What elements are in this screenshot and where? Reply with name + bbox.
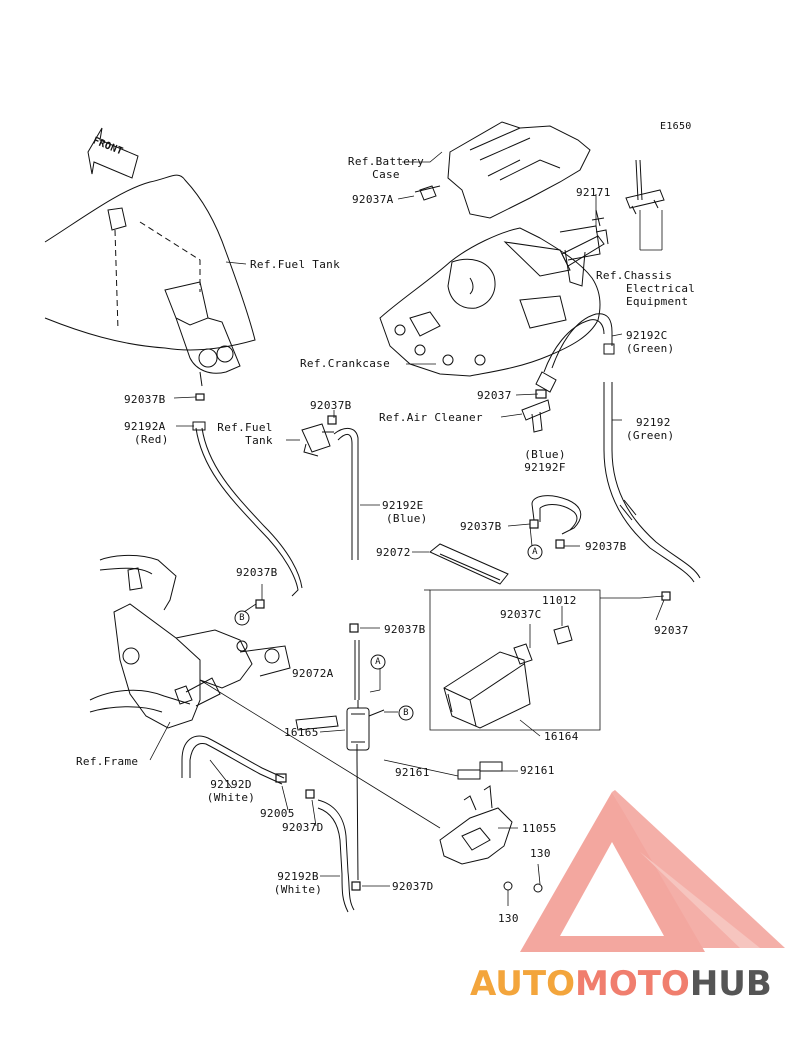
part-92192E-number: 92192E: [382, 499, 424, 512]
part-16165: 16165: [284, 726, 319, 739]
part-92037D-1: 92037D: [282, 821, 324, 834]
ref-chassis-line3: Equipment: [626, 295, 689, 308]
ref-chassis-electrical: Ref.Chassis Electrical Equipment: [596, 269, 716, 308]
part-92037-right: 92037: [654, 624, 689, 637]
part-92192: 92192 (Green): [626, 416, 674, 442]
part-92192E-color: (Blue): [386, 512, 428, 525]
ref-chassis-line1: Ref.Chassis: [596, 269, 673, 282]
hose-92192E-blue: [333, 428, 359, 560]
ref-chassis-line2: Electrical: [626, 282, 696, 295]
t-joint: [521, 399, 551, 433]
part-92037B-1: 92037B: [124, 393, 166, 406]
part-11012: 11012: [542, 594, 577, 607]
part-92072: 92072: [376, 546, 411, 559]
crankcase-drawing: [379, 209, 605, 377]
watermark-part2: MOTO: [574, 964, 690, 1004]
part-130-top: 130: [530, 847, 551, 860]
strap-92072A: [295, 715, 339, 731]
canister-16164: [443, 625, 573, 729]
marker-a-2: A: [375, 657, 381, 667]
part-92037-canister-clamp: 92037B: [384, 623, 426, 636]
diagram-code: E1650: [660, 121, 692, 132]
front-arrow: [87, 127, 139, 179]
hose-92192D-white: [181, 735, 285, 785]
watermark-part1: AUTO: [470, 964, 575, 1004]
part-92192-color: (Green): [626, 429, 675, 442]
part-92192B-color: (White): [273, 883, 323, 896]
part-92192A-color: (Red): [134, 433, 169, 446]
ref-crankcase: Ref.Crankcase: [300, 357, 390, 370]
part-92192F-number: 92192F: [524, 461, 566, 474]
part-92171: 92171: [576, 186, 611, 199]
ref-air-cleaner: Ref.Air Cleaner: [379, 411, 483, 424]
watermark-part3: HUB: [689, 964, 772, 1004]
watermark-logo-triangle: [520, 790, 785, 952]
part-92192A: 92192A (Red): [124, 420, 169, 446]
ref-fuel-tank-line2: Tank: [245, 434, 273, 447]
part-92037A: 92037A: [352, 193, 394, 206]
filter-16165: [346, 700, 385, 751]
part-92161-left: 92161: [395, 766, 430, 779]
ref-fuel-tank-top: Ref.Fuel Tank: [250, 258, 340, 271]
watermark-text: AUTOMOTOHUB: [470, 964, 772, 1004]
part-92192F-color: (Blue): [524, 448, 566, 461]
part-92192C: 92192C (Green): [626, 329, 674, 355]
part-92192D: 92192D (White): [196, 778, 266, 804]
fuel-tank-drawing: [44, 174, 256, 387]
part-92192D-color: (White): [206, 791, 256, 804]
part-92192E: 92192E (Blue): [382, 499, 428, 525]
leader-lines: [149, 151, 665, 906]
ref-battery-case-line1: Ref.Battery: [347, 155, 425, 168]
hose-92192-green: [603, 382, 701, 583]
marker-a-1: A: [532, 547, 538, 557]
part-92037B-3: 92037B: [460, 520, 502, 533]
hose-92192B-white: [317, 799, 355, 913]
part-16164: 16164: [544, 730, 579, 743]
part-92037D-2: 92037D: [392, 880, 434, 893]
part-92192B: 92192B (White): [266, 870, 330, 896]
hose-92192F-blue: [531, 495, 582, 535]
hose-92192C-green: [535, 313, 615, 393]
frame-drawing: [89, 554, 291, 729]
ref-frame: Ref.Frame: [76, 755, 139, 768]
strap-92072: [429, 543, 509, 585]
part-92192C-color: (Green): [626, 342, 675, 355]
ref-fuel-tank: Ref.Fuel Tank: [210, 421, 280, 447]
part-92192D-number: 92192D: [210, 778, 252, 791]
hose-canister-vertical: [354, 640, 360, 881]
part-92072A: 92072A: [292, 667, 334, 680]
part-92037B-2: 92037B: [310, 399, 352, 412]
ref-battery-case: Ref.Battery Case: [336, 155, 436, 181]
chassis-clamp-drawing: [561, 159, 665, 267]
battery-case-drawing: [414, 121, 591, 219]
part-92192A-number: 92192A: [124, 420, 166, 433]
part-92005: 92005: [260, 807, 295, 820]
part-92037C: 92037C: [500, 608, 542, 621]
part-92161-right: 92161: [520, 764, 555, 777]
part-11055: 11055: [522, 822, 557, 835]
ref-battery-case-line2: Case: [372, 168, 400, 181]
part-92192F: (Blue) 92192F: [510, 448, 580, 474]
part-130-bottom: 130: [498, 912, 519, 925]
part-92192-number: 92192: [636, 416, 671, 429]
part-92037B-4: 92037B: [585, 540, 627, 553]
part-92037-top: 92037: [477, 389, 512, 402]
ref-fuel-tank-line1: Ref.Fuel: [217, 421, 273, 434]
marker-b-2: B: [239, 613, 245, 623]
part-92192B-number: 92192B: [277, 870, 319, 883]
part-92192C-number: 92192C: [626, 329, 668, 342]
fuel-tank-fitting: [301, 423, 334, 457]
callout-circles: [234, 544, 543, 721]
part-92037B-5: 92037B: [236, 566, 278, 579]
marker-b-1: B: [403, 708, 409, 718]
